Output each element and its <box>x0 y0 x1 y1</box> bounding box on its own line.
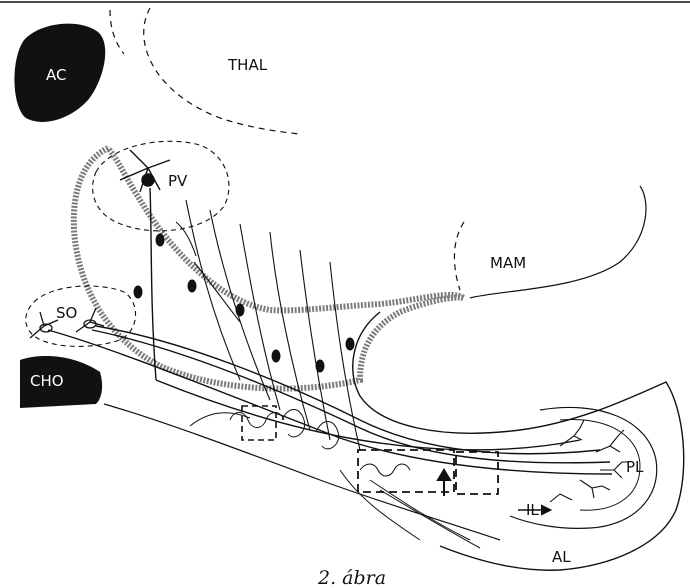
label-cho: CHO <box>30 372 64 390</box>
label-mam: MAM <box>490 254 526 272</box>
label-ac: AC <box>46 66 66 84</box>
pituitary-outline <box>353 312 684 570</box>
label-il: IL <box>526 501 539 519</box>
label-pl: PL <box>626 458 644 476</box>
thal-boundary <box>144 8 300 134</box>
portal-capillaries <box>190 410 480 549</box>
label-al: AL <box>552 548 571 566</box>
label-so: SO <box>56 304 77 322</box>
pl-terminals <box>550 420 628 502</box>
mam-dashed-boundary <box>454 222 464 290</box>
axon-bundle <box>48 326 612 474</box>
label-pv: PV <box>168 172 188 190</box>
so-nucleus-outline <box>26 286 136 346</box>
descending-fibres <box>176 200 360 450</box>
ventricle-outline <box>74 148 464 389</box>
label-thal: THAL <box>227 56 268 74</box>
thal-boundary-upper <box>110 10 124 54</box>
mam-boundary <box>470 186 646 298</box>
pv-nucleus-outline <box>93 141 229 231</box>
stalk-lower-edge <box>104 404 500 540</box>
figure-caption: 2. ábra <box>317 567 386 588</box>
